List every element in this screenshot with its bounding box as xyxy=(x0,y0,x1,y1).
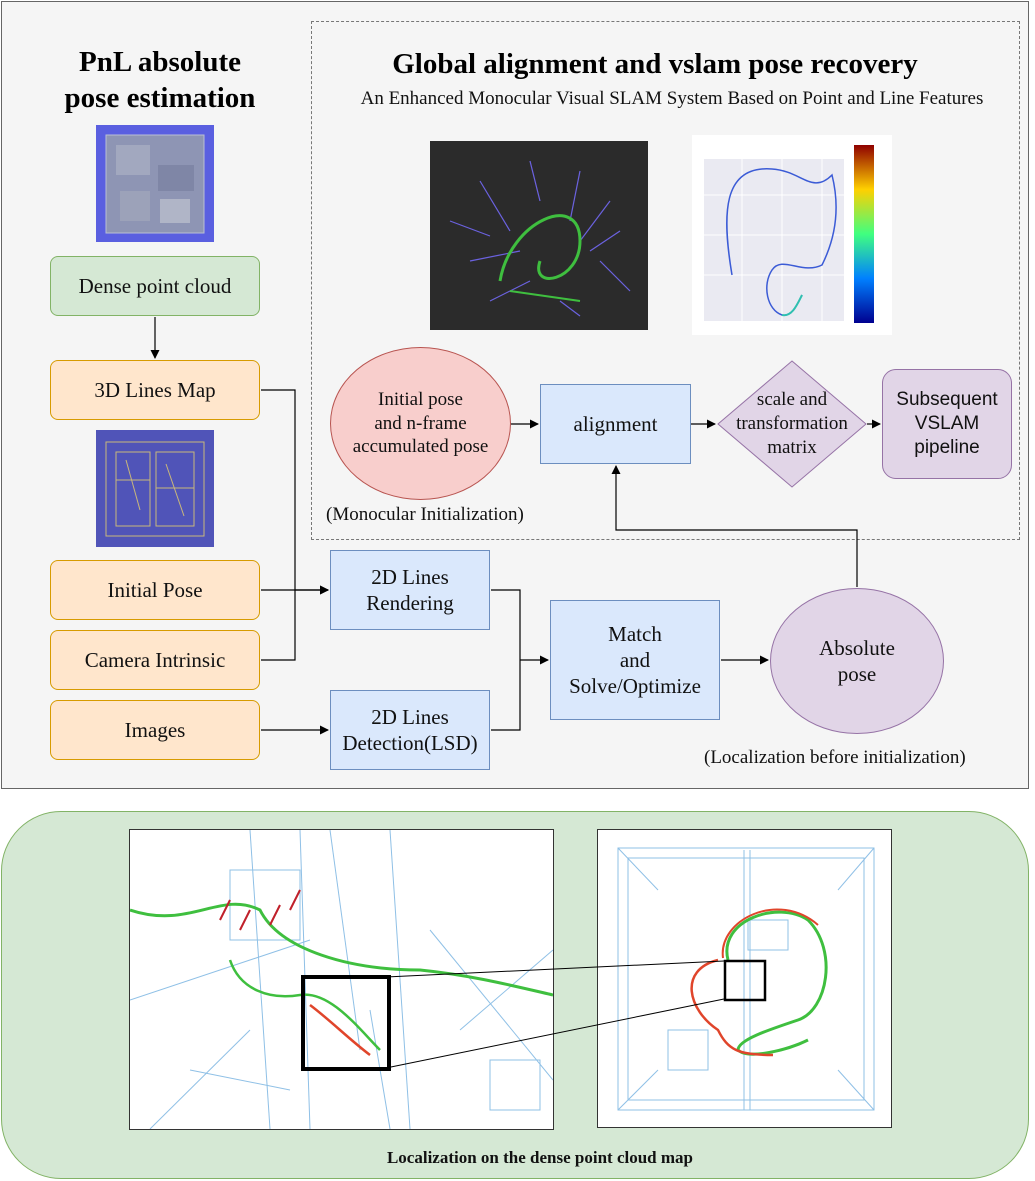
trajectory-plot-thumbnail xyxy=(692,135,892,335)
subsequent-line2: VSLAM xyxy=(914,413,980,435)
lines-detection-box: 2D Lines Detection(LSD) xyxy=(330,690,490,770)
trajectory-plot-drawing xyxy=(704,145,874,323)
initial-pose-line3: accumulated pose xyxy=(352,436,489,458)
match-line1: Match xyxy=(608,621,662,646)
diamond-line1: scale and xyxy=(756,389,828,411)
pnl-title-line1: PnL absolute xyxy=(79,46,241,78)
diamond-line2: transformation xyxy=(736,413,848,435)
match-solve-box: Match and Solve/Optimize xyxy=(550,600,720,720)
bottom-caption: Localization on the dense point cloud ma… xyxy=(386,1148,694,1167)
subsequent-vslam-box: Subsequent VSLAM pipeline xyxy=(882,369,1012,479)
scale-transformation-text: scale and transformation matrix xyxy=(717,360,867,488)
pnl-title: PnL absolute pose estimation xyxy=(40,44,280,116)
localization-caption: (Localization before initialization) xyxy=(704,747,966,768)
dense-point-cloud-box: Dense point cloud xyxy=(50,256,260,316)
lines-rendering-box: 2D Lines Rendering xyxy=(330,550,490,630)
localization-full-map-drawing xyxy=(617,847,875,1111)
match-line2: and xyxy=(619,647,651,672)
lines-detection-line2: Detection(LSD) xyxy=(342,731,478,755)
initial-pose-box: Initial Pose xyxy=(50,560,260,620)
lines-map-drawing xyxy=(105,441,205,537)
global-alignment-panel xyxy=(311,21,1020,540)
scale-transformation-diamond xyxy=(717,360,867,488)
localization-zoom-drawing xyxy=(129,829,554,1130)
initial-pose-line1: Initial pose xyxy=(378,388,463,410)
wire-camera-to-rendering xyxy=(261,590,296,661)
images-box: Images xyxy=(50,700,260,760)
subsequent-line1: Subsequent xyxy=(896,389,998,411)
localization-full-map xyxy=(597,829,892,1128)
absolute-pose-line2: pose xyxy=(837,662,877,686)
initial-pose-ellipse: Initial pose and n-frame accumulated pos… xyxy=(330,347,511,500)
lines-map-thumbnail xyxy=(96,430,214,547)
lines-rendering-line2: Rendering xyxy=(366,591,454,615)
slam-map-thumbnail xyxy=(430,141,648,330)
subsequent-line3: pipeline xyxy=(914,436,980,458)
monocular-init-caption: (Monocular Initialization) xyxy=(326,504,524,525)
alignment-box: alignment xyxy=(540,384,691,464)
wire-rendering-to-match xyxy=(491,589,521,660)
initial-pose-line2: and n-frame xyxy=(374,412,467,434)
camera-intrinsic-box: Camera Intrinsic xyxy=(50,630,260,690)
arrow-absolute-to-alignment xyxy=(611,465,858,587)
localization-zoom-view xyxy=(129,829,554,1130)
global-title: Global alignment and vslam pose recovery xyxy=(392,48,918,80)
pnl-title-line2: pose estimation xyxy=(64,82,256,114)
global-subtitle: An Enhanced Monocular Visual SLAM System… xyxy=(360,88,984,109)
lines-rendering-line1: 2D Lines xyxy=(371,564,449,589)
dense-point-cloud-drawing xyxy=(105,134,205,234)
match-line3: Solve/Optimize xyxy=(569,674,701,699)
diamond-line3: matrix xyxy=(767,436,817,458)
absolute-pose-line1: Absolute xyxy=(819,635,895,660)
slam-map-drawing xyxy=(449,160,631,317)
absolute-pose-ellipse: Absolute pose xyxy=(770,588,944,734)
dense-point-cloud-thumbnail xyxy=(96,125,214,242)
lines-map-box: 3D Lines Map xyxy=(50,360,260,420)
lines-detection-line1: 2D Lines xyxy=(371,704,449,729)
wire-detection-to-match xyxy=(491,660,521,731)
